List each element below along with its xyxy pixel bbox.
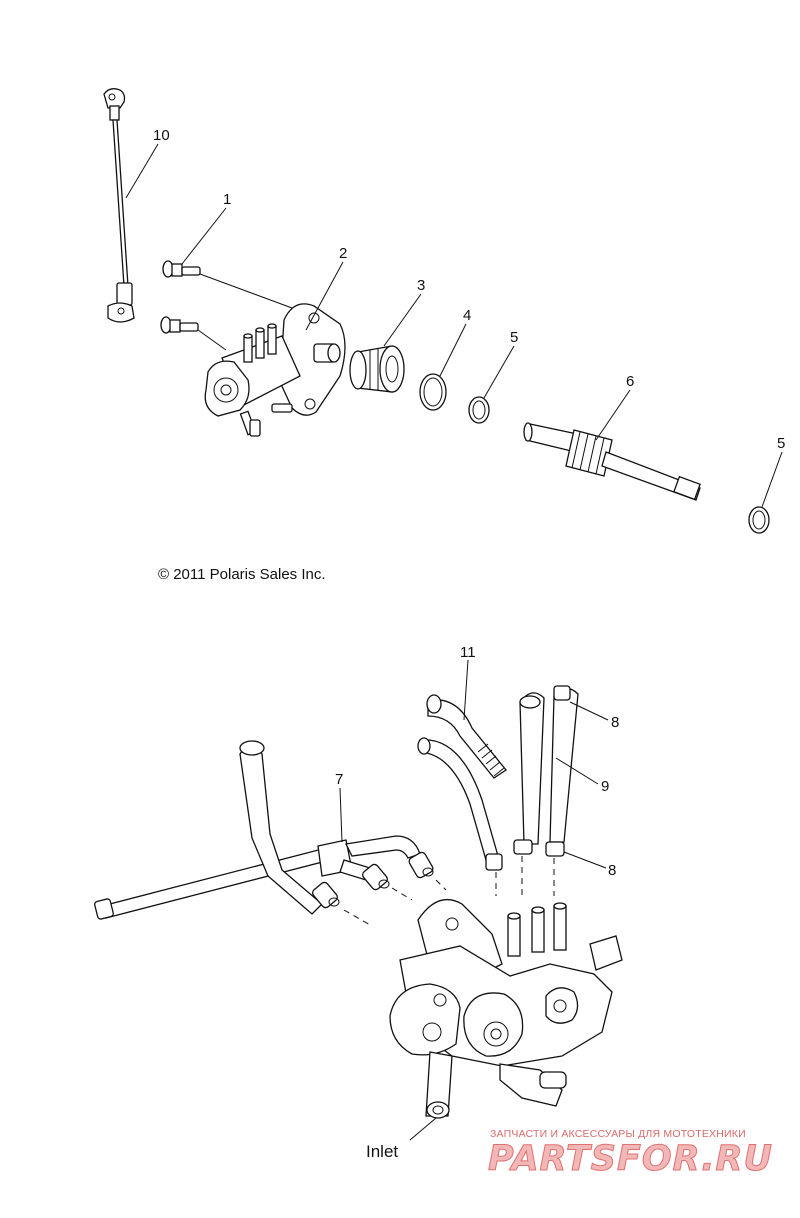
- callout-4: 4: [463, 307, 471, 324]
- hose-part-9a: [513, 692, 545, 855]
- leader-7: [339, 787, 343, 843]
- linkage-rod-part: [103, 88, 135, 323]
- leader-9: [555, 757, 599, 785]
- top-assembly: 10 1 2 3 4 5 6 5 © 2011 Polaris Sales In…: [103, 88, 785, 583]
- callout-9: 9: [601, 778, 609, 795]
- leader-2: [305, 261, 344, 331]
- watermark: ЗАПЧАСТИ И АКСЕССУАРЫ ДЛЯ МОТОТЕХНИКИ PA…: [488, 1128, 773, 1180]
- drive-shaft-part: [523, 422, 701, 501]
- watermark-tagline: ЗАПЧАСТИ И АКСЕССУАРЫ ДЛЯ МОТОТЕХНИКИ: [490, 1128, 746, 1140]
- oil-pump-part: [204, 303, 346, 437]
- callout-8a: 8: [611, 714, 619, 731]
- callout-8b: 8: [608, 862, 616, 879]
- callout-5a: 5: [510, 329, 518, 346]
- leader-6: [595, 389, 631, 441]
- leader-5a: [483, 345, 515, 399]
- hose-part-9b: [545, 685, 579, 857]
- leader-5b: [761, 451, 783, 508]
- bolt-part-upper: [162, 260, 201, 278]
- callout-6: 6: [626, 373, 634, 390]
- callout-5b: 5: [777, 435, 785, 452]
- callout-7: 7: [335, 771, 343, 788]
- callout-10: 10: [153, 127, 170, 144]
- inlet-label: Inlet: [366, 1142, 398, 1161]
- bushing-part: [349, 345, 405, 393]
- callout-3: 3: [417, 277, 425, 294]
- oil-pump-bottom-part: [389, 899, 623, 1119]
- washer-part-lower: [748, 506, 770, 534]
- copyright-text: © 2011 Polaris Sales Inc.: [158, 566, 326, 583]
- callout-11: 11: [460, 644, 476, 661]
- leader-11: [463, 659, 469, 721]
- bolt-part-lower: [160, 316, 199, 334]
- o-ring-part: [419, 373, 447, 411]
- leader-8a: [569, 701, 609, 721]
- leader-1: [181, 207, 227, 265]
- callout-2: 2: [339, 245, 347, 262]
- leader-inlet: [409, 1117, 437, 1141]
- leader-3: [383, 293, 422, 347]
- washer-part-upper: [468, 396, 490, 424]
- hose-assembly-part: [94, 740, 434, 920]
- bottom-assembly: 11 8 9 7 8 Inlet: [94, 644, 623, 1161]
- leader-10: [125, 143, 159, 199]
- banded-hose-part: [426, 694, 507, 779]
- callout-1: 1: [223, 191, 231, 208]
- leader-8b: [563, 851, 607, 869]
- watermark-brand: PARTSFOR.RU: [488, 1139, 773, 1179]
- leader-4: [439, 323, 467, 377]
- left-hose-part: [417, 737, 503, 871]
